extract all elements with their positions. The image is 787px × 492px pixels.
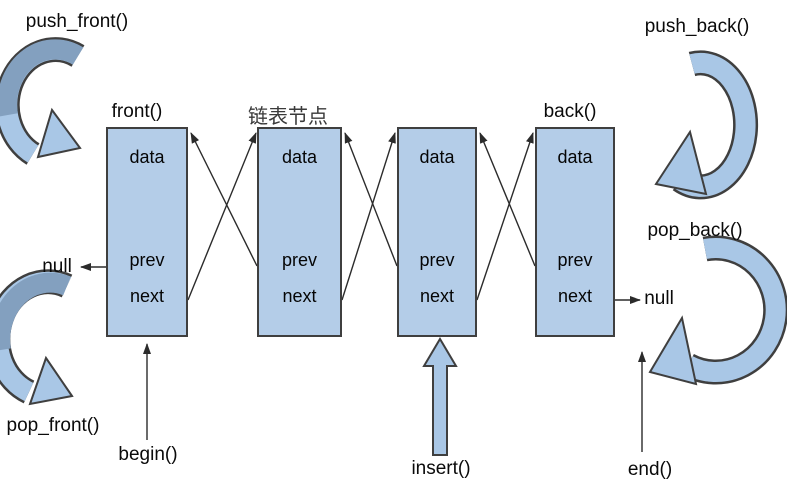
begin-label: begin()	[118, 444, 178, 465]
node-prev-field: prev	[129, 250, 165, 270]
node-data-field: data	[129, 147, 165, 167]
push-front-arrow-icon	[0, 37, 85, 165]
pop-front-label: pop_front()	[6, 415, 100, 436]
node-data-field: data	[419, 147, 455, 167]
null-right-label: null	[644, 288, 674, 309]
null-left-label: null	[42, 256, 72, 277]
node-prev-field: prev	[419, 250, 455, 270]
node-data-field: data	[281, 147, 318, 167]
node-next-field: next	[282, 286, 317, 306]
node-caption-label: 链表节点	[248, 106, 328, 128]
end-label: end()	[627, 459, 673, 480]
next-pointer-line-2	[341, 132, 396, 301]
prev-pointer-line-3	[344, 132, 398, 267]
node-prev-field: prev	[557, 250, 593, 270]
front-label: front()	[111, 101, 163, 122]
node-data-field: data	[557, 147, 593, 167]
node-next-field: next	[129, 286, 165, 306]
prev-pointer-line-2	[190, 132, 258, 267]
push-front-label: push_front()	[25, 11, 129, 32]
list-node-3: data prev next	[397, 127, 477, 337]
pop-back-arrow-icon	[648, 235, 787, 386]
pointer-lines	[80, 132, 646, 452]
prev-pointer-line-4	[479, 132, 536, 267]
list-node-1: data prev next	[106, 127, 188, 337]
next-pointer-line-3	[476, 132, 534, 301]
insert-arrow-icon	[422, 337, 458, 456]
list-node-2: data prev next	[257, 127, 342, 337]
back-label: back()	[543, 101, 597, 122]
node-next-field: next	[557, 286, 593, 306]
node-prev-field: prev	[281, 250, 317, 270]
node-next-field: next	[419, 286, 455, 306]
pop-front-arrow-icon	[0, 269, 74, 406]
list-node-4: data prev next	[535, 127, 615, 337]
insert-label: insert()	[411, 458, 471, 479]
push-back-label: push_back()	[644, 16, 750, 37]
pop-back-label: pop_back()	[647, 220, 743, 241]
push-back-arrow-icon	[654, 50, 759, 200]
next-pointer-line-1	[187, 132, 257, 301]
